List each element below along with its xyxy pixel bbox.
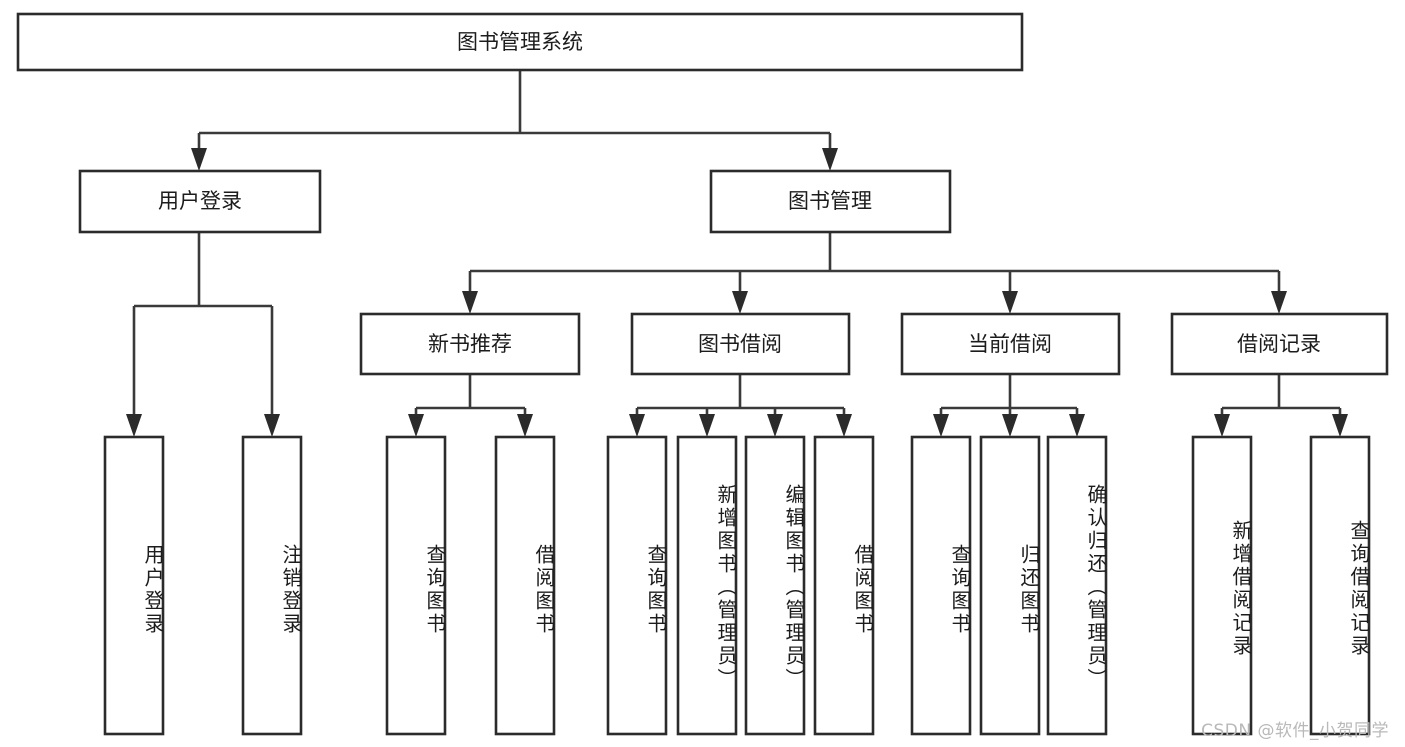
node-box-leaf-edit-book[interactable] <box>744 435 806 736</box>
node-group: 图书管理系统 用户登录 图书管理 新书推荐 图书借阅 当前借阅 借阅记录 <box>16 12 1389 736</box>
leaf-label-add-book: 新增图书（管理员） <box>714 483 736 691</box>
node-box-leaf-query-record[interactable] <box>1309 435 1371 736</box>
node-box-leaf-logout-login[interactable] <box>241 435 303 736</box>
leaf-label-query-book-1: 查询图书 <box>423 544 445 636</box>
arrowhead-book-borrow <box>732 291 748 314</box>
arrowhead-leaf-borrow-book-1 <box>517 414 533 437</box>
leaf-label-edit-book: 编辑图书（管理员） <box>782 483 804 691</box>
node-label-current-borrow: 当前借阅 <box>968 332 1052 356</box>
node-box-leaf-borrow-book-2[interactable] <box>813 435 875 736</box>
node-box-leaf-query-book-1[interactable] <box>385 435 447 736</box>
leaf-label-borrow-book-2: 借阅图书 <box>851 544 873 636</box>
node-box-leaf-query-book-3[interactable] <box>910 435 972 736</box>
arrowhead-leaf-confirm-return <box>1069 414 1085 437</box>
node-label-root: 图书管理系统 <box>457 30 583 54</box>
node-label-book-management: 图书管理 <box>788 189 872 213</box>
node-box-borrow-record[interactable] <box>1170 312 1389 376</box>
arrowhead-bookmgmt <box>822 148 838 171</box>
leaf-label-borrow-book-1: 借阅图书 <box>532 544 554 636</box>
node-box-new-book-recommend[interactable] <box>359 312 581 376</box>
arrowhead-current-borrow <box>1002 291 1018 314</box>
leaf-label-user-login: 用户登录 <box>141 544 163 636</box>
node-box-leaf-return-book[interactable] <box>979 435 1041 736</box>
node-box-leaf-add-record[interactable] <box>1191 435 1253 736</box>
arrowhead-leaf-query-book-1 <box>408 414 424 437</box>
node-box-current-borrow[interactable] <box>900 312 1121 376</box>
arrowhead-leaf-borrow-book-2 <box>836 414 852 437</box>
arrowhead-leaf-return-book <box>1002 414 1018 437</box>
node-label-borrow-record: 借阅记录 <box>1237 332 1321 356</box>
leaf-label-query-book-3: 查询图书 <box>948 544 970 636</box>
arrowhead-userlogin <box>191 148 207 171</box>
leaf-label-query-book-2: 查询图书 <box>644 544 666 636</box>
node-label-book-borrow: 图书借阅 <box>698 332 782 356</box>
leaf-label-return-book: 归还图书 <box>1017 544 1039 636</box>
arrowhead-leaf-query-record <box>1332 414 1348 437</box>
arrowhead-borrow-record <box>1271 291 1287 314</box>
node-box-user-login[interactable] <box>78 169 322 234</box>
node-box-leaf-user-login[interactable] <box>103 435 165 736</box>
arrowhead-leaf-query-book-3 <box>933 414 949 437</box>
connector-group <box>126 70 1348 437</box>
node-box-book-borrow[interactable] <box>630 312 851 376</box>
node-box-leaf-confirm-return[interactable] <box>1046 435 1108 736</box>
node-label-user-login: 用户登录 <box>158 189 242 213</box>
node-box-leaf-borrow-book-1[interactable] <box>494 435 556 736</box>
node-box-leaf-query-book-2[interactable] <box>606 435 668 736</box>
arrowhead-leaf-query-book-2 <box>629 414 645 437</box>
arrowhead-new-book-recommend <box>462 291 478 314</box>
arrowhead-leaf-add-book <box>699 414 715 437</box>
arrowhead-leaf-edit-book <box>767 414 783 437</box>
leaf-label-query-record: 查询借阅记录 <box>1347 520 1369 658</box>
node-box-book-management[interactable] <box>709 169 952 234</box>
node-label-new-book-recommend: 新书推荐 <box>428 332 512 356</box>
leaf-label-confirm-return: 确认归还（管理员） <box>1084 483 1106 691</box>
arrowhead-leaf-add-record <box>1214 414 1230 437</box>
node-box-leaf-add-book[interactable] <box>676 435 738 736</box>
arrowhead-leaf-user-login <box>126 414 142 437</box>
leaf-label-logout-login: 注销登录 <box>279 544 301 636</box>
arrowhead-leaf-logout-login <box>264 414 280 437</box>
leaf-label-add-record: 新增借阅记录 <box>1229 520 1251 658</box>
node-box-root[interactable] <box>16 12 1024 72</box>
